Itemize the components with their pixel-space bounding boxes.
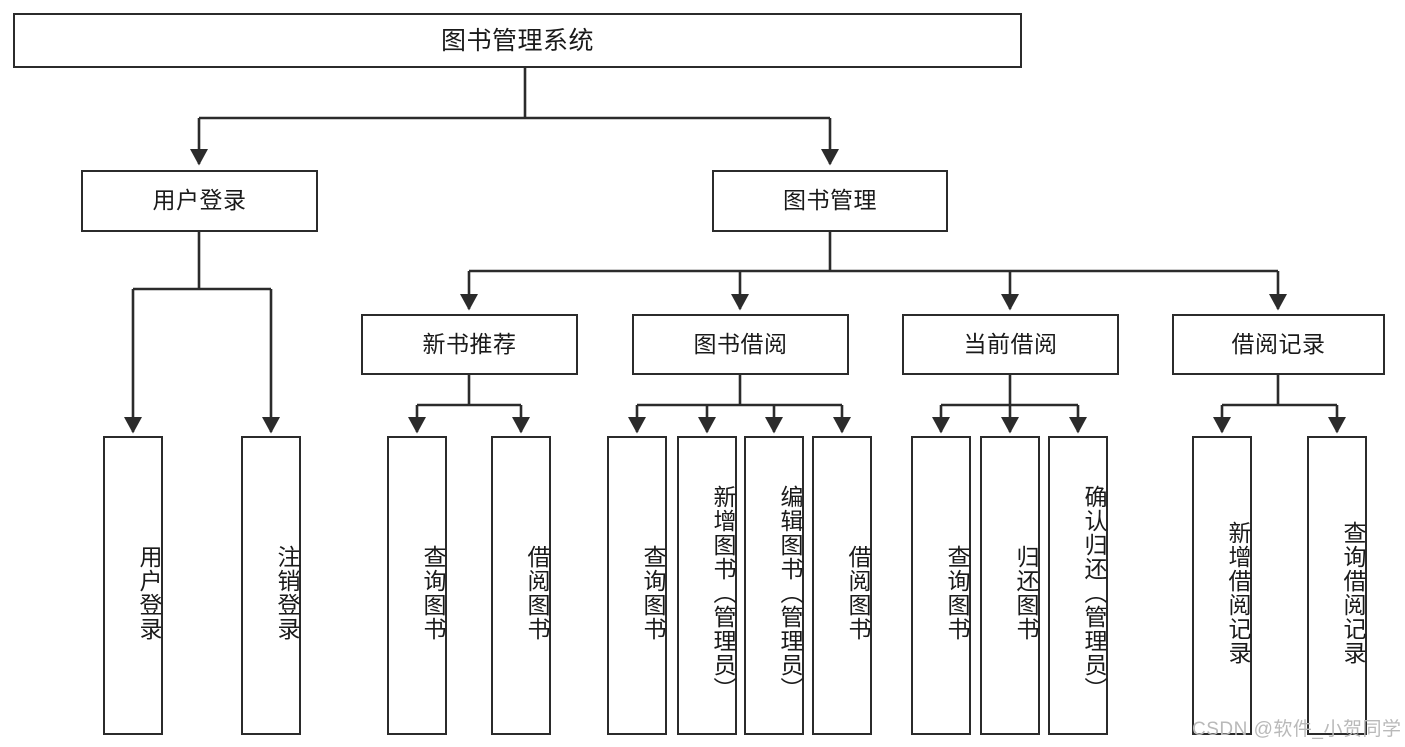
csdn-watermark: CSDN @软件_小贺同学	[1192, 719, 1402, 740]
node-label: 确认归还（管理员）	[1081, 484, 1107, 701]
node-label: 借阅图书	[845, 544, 871, 641]
node-label: 借阅图书	[524, 544, 550, 641]
node-label: 归还图书	[1013, 544, 1039, 641]
node-label: 图书借阅	[693, 330, 788, 357]
node-label: 新增图书（管理员）	[710, 484, 736, 701]
node-label: 编辑图书（管理员）	[777, 484, 803, 701]
node-book-management-system[interactable]: 图书管理系统	[13, 13, 1022, 68]
node-label: 用户登录	[152, 187, 247, 214]
node-label: 查询图书	[640, 544, 666, 641]
node-leaf-query-book-1[interactable]: 查询图书	[387, 436, 447, 735]
node-label: 查询图书	[944, 544, 970, 641]
node-leaf-edit-book-admin[interactable]: 编辑图书（管理员）	[744, 436, 804, 735]
node-label: 图书管理系统	[440, 26, 594, 55]
node-leaf-query-book-3[interactable]: 查询图书	[911, 436, 971, 735]
node-leaf-user-login[interactable]: 用户登录	[103, 436, 163, 735]
node-label: 查询图书	[420, 544, 446, 641]
node-user-login[interactable]: 用户登录	[81, 170, 318, 232]
node-leaf-borrow-book-1[interactable]: 借阅图书	[491, 436, 551, 735]
node-book-borrow[interactable]: 图书借阅	[632, 314, 849, 375]
node-leaf-borrow-book-2[interactable]: 借阅图书	[812, 436, 872, 735]
node-new-book-recommend[interactable]: 新书推荐	[361, 314, 578, 375]
node-label: 借阅记录	[1231, 330, 1326, 357]
node-leaf-query-book-2[interactable]: 查询图书	[607, 436, 667, 735]
node-borrow-record[interactable]: 借阅记录	[1172, 314, 1385, 375]
node-label: 查询借阅记录	[1340, 520, 1366, 665]
node-leaf-query-borrow-record[interactable]: 查询借阅记录	[1307, 436, 1367, 735]
node-leaf-add-book-admin[interactable]: 新增图书（管理员）	[677, 436, 737, 735]
node-leaf-add-borrow-record[interactable]: 新增借阅记录	[1192, 436, 1252, 735]
node-label: 当前借阅	[963, 330, 1058, 357]
node-label: 新增借阅记录	[1225, 520, 1251, 665]
node-book-management[interactable]: 图书管理	[712, 170, 948, 232]
node-label: 图书管理	[783, 187, 877, 214]
node-label: 用户登录	[136, 544, 162, 641]
node-leaf-return-book[interactable]: 归还图书	[980, 436, 1040, 735]
node-leaf-logout-login[interactable]: 注销登录	[241, 436, 301, 735]
node-label: 注销登录	[274, 544, 300, 641]
node-leaf-confirm-return-admin[interactable]: 确认归还（管理员）	[1048, 436, 1108, 735]
node-label: 新书推荐	[422, 330, 517, 357]
node-current-borrow[interactable]: 当前借阅	[902, 314, 1119, 375]
